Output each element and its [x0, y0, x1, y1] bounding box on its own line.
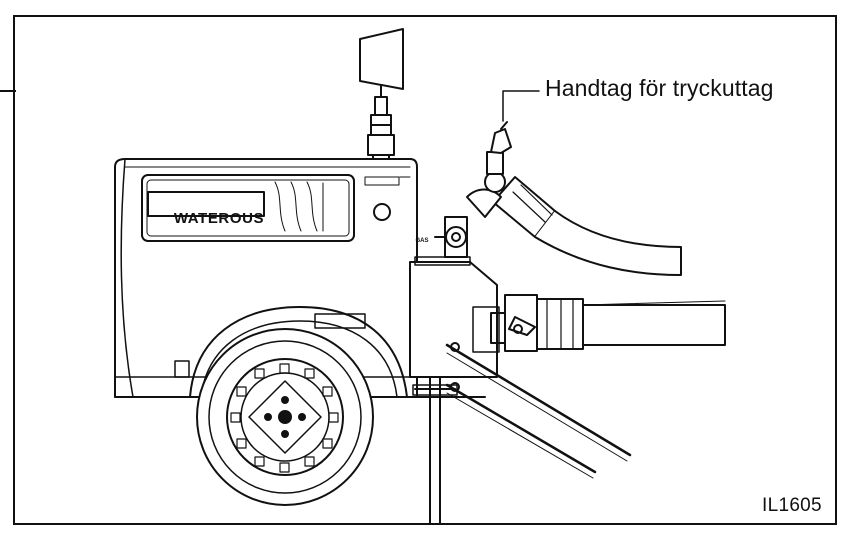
gauge-label: GAS	[415, 238, 429, 244]
lower-discharge	[490, 294, 726, 352]
pump-trailer-illustration	[114, 28, 726, 523]
figure-id: IL1605	[762, 495, 822, 516]
exhaust-stack	[359, 28, 404, 160]
wheel	[196, 328, 374, 506]
upper-discharge	[466, 121, 682, 276]
edge-mark	[0, 90, 16, 92]
figure-frame: WATEROUS GAS Handtag för tryckuttag IL16…	[13, 15, 837, 525]
brand-plate-label: WATEROUS	[173, 210, 265, 227]
suction-rods	[445, 342, 632, 479]
callout-leader	[502, 90, 540, 122]
callout-label: Handtag för tryckuttag	[545, 75, 774, 101]
pump-body	[409, 216, 500, 378]
